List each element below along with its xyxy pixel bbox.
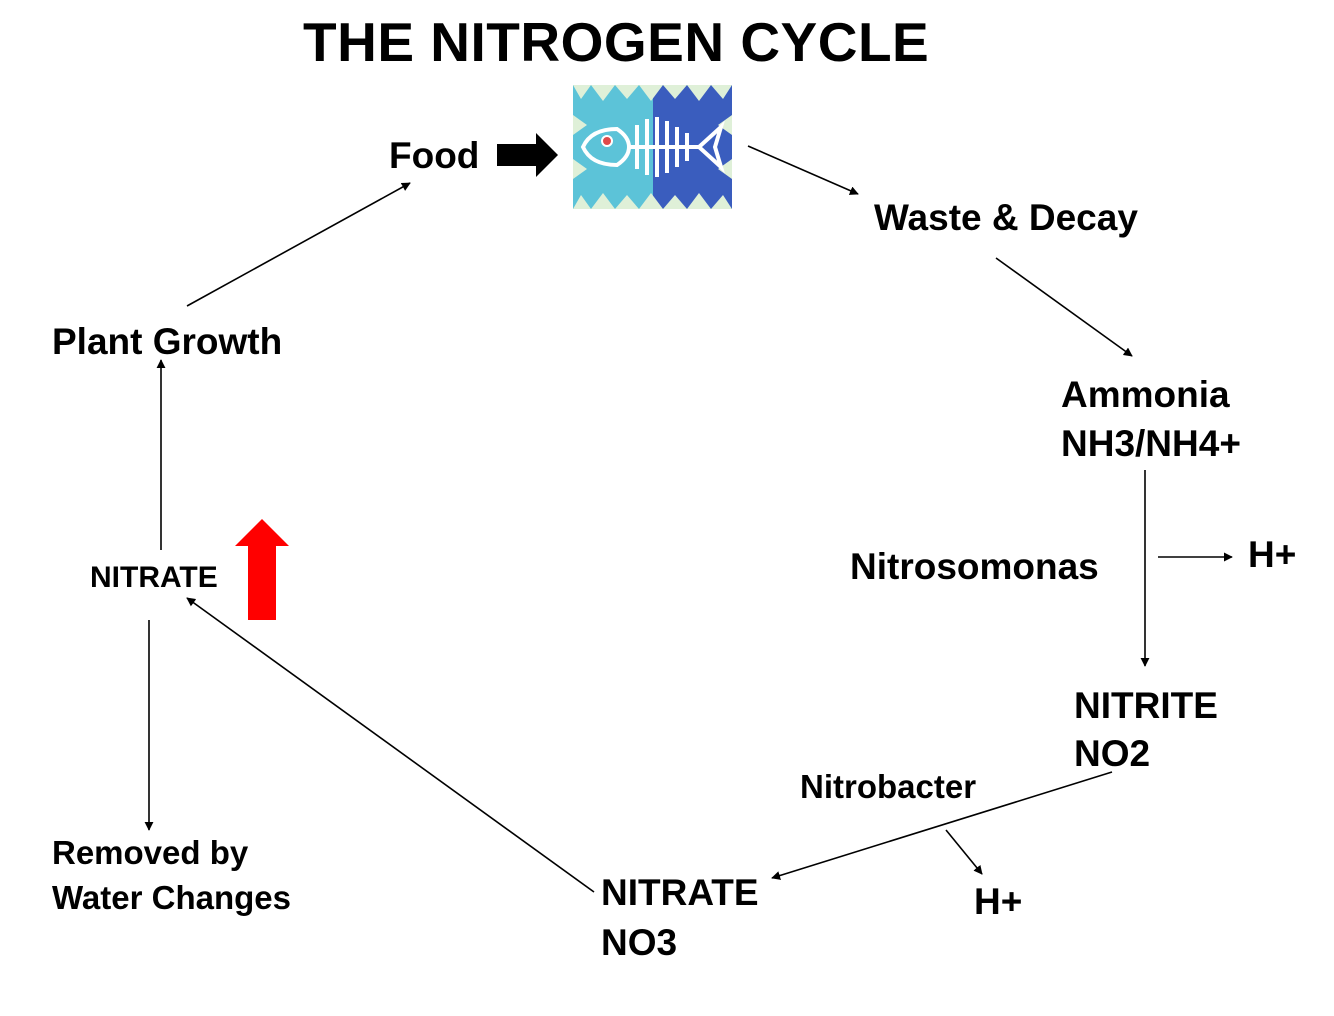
arrow-to-h-plus-2 xyxy=(945,829,983,875)
nitrate-name: NITRATE xyxy=(601,872,759,913)
page-title: THE NITROGEN CYCLE xyxy=(303,11,930,73)
removed-line-2: Water Changes xyxy=(52,879,291,916)
removed-line-1: Removed by xyxy=(52,834,249,871)
nitrite-label: NITRITE NO2 xyxy=(1074,682,1218,778)
fish-skeleton-icon xyxy=(573,85,732,209)
arrow-fish-to-waste xyxy=(747,145,859,195)
nitrite-formula: NO2 xyxy=(1074,733,1151,774)
arrow-nitrite-to-nitrate xyxy=(771,771,1113,880)
food-arrow-icon xyxy=(497,133,558,177)
nitrosomonas-label: Nitrosomonas xyxy=(850,546,1099,587)
h-plus-label-1: H+ xyxy=(1248,534,1297,575)
nitrate-no3-label: NITRATE NO3 xyxy=(601,868,759,968)
waste-decay-label: Waste & Decay xyxy=(874,197,1138,238)
arrow-no3-to-nitrate xyxy=(186,597,595,893)
nitrobacter-label: Nitrobacter xyxy=(800,768,977,805)
nitrate-formula: NO3 xyxy=(601,922,678,963)
ammonia-formula: NH3/NH4+ xyxy=(1061,423,1241,464)
nitrate-accumulation-label: NITRATE xyxy=(90,561,218,594)
arrow-plant-to-food xyxy=(186,182,411,307)
ammonia-name: Ammonia xyxy=(1061,374,1230,415)
h-plus-label-2: H+ xyxy=(974,881,1023,922)
food-label: Food xyxy=(389,135,480,176)
nitrite-name: NITRITE xyxy=(1074,685,1218,726)
arrow-waste-to-ammonia xyxy=(995,257,1133,357)
ammonia-label: Ammonia NH3/NH4+ xyxy=(1061,370,1241,468)
removed-by-water-changes-label: Removed by Water Changes xyxy=(52,830,291,920)
plant-growth-label: Plant Growth xyxy=(52,321,283,362)
nitrate-rise-arrow-icon xyxy=(235,519,289,620)
